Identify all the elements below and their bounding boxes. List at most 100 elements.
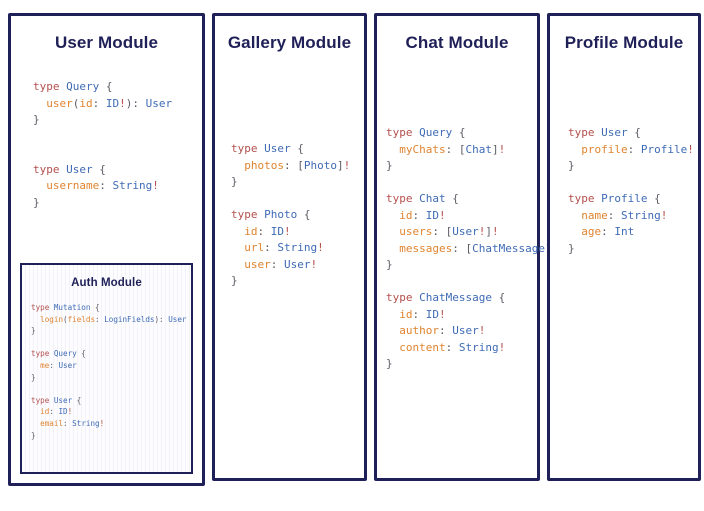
code-token: users xyxy=(399,225,433,238)
code-line: users: [User!]! xyxy=(386,224,537,241)
code-token: } xyxy=(31,326,36,336)
code-token: id xyxy=(244,224,258,238)
code-line: username: String! xyxy=(33,178,202,195)
code-line: type Query { xyxy=(33,79,202,96)
code-token: type xyxy=(33,80,67,93)
code-line: type Query { xyxy=(31,348,191,360)
code-token: : xyxy=(607,208,621,222)
code-token: type xyxy=(31,349,54,359)
code-token xyxy=(386,225,399,238)
code-token: : xyxy=(63,418,73,428)
code-token: : xyxy=(627,142,641,156)
code-token: : [ xyxy=(432,225,453,238)
code-line: user: User! xyxy=(231,257,364,274)
code-token xyxy=(386,143,399,156)
code-token: { xyxy=(72,395,82,405)
code-line: messages: [ChatMessage]! xyxy=(386,241,558,258)
code-token xyxy=(386,324,399,337)
code-token: ): xyxy=(125,96,146,110)
code-line: id: ID! xyxy=(386,307,537,324)
panel-auth-module[interactable]: Auth Module type Mutation { login(fields… xyxy=(20,263,193,474)
code-token: ! xyxy=(660,208,668,222)
code-line: type Photo { xyxy=(231,207,364,224)
code-token: ! xyxy=(284,224,291,238)
code-token: : xyxy=(270,257,284,271)
code-token: Photo xyxy=(264,208,298,221)
code-token: { xyxy=(92,162,106,176)
code-token: type xyxy=(568,192,602,205)
code-token xyxy=(231,241,244,254)
code-token: messages xyxy=(399,241,453,255)
code-token: photos xyxy=(244,158,284,172)
code-token: Mutation xyxy=(53,303,91,312)
code-token: ! xyxy=(67,407,73,417)
code-token: Profile xyxy=(640,142,688,156)
code-token: ! xyxy=(478,225,486,238)
code-token: profile xyxy=(581,142,628,156)
code-token: : [ xyxy=(284,158,304,172)
code-token: : xyxy=(99,179,113,192)
code-token: : [ xyxy=(445,142,466,156)
panel-profile-module[interactable]: Profile Module type User { profile: Prof… xyxy=(547,13,701,481)
code-line: } xyxy=(386,356,537,373)
code-line xyxy=(33,145,202,162)
code-token: me xyxy=(40,360,50,370)
code-token: type xyxy=(386,126,420,139)
code-token: String xyxy=(72,418,100,428)
code-line: } xyxy=(568,158,698,175)
code-token: ! xyxy=(478,324,486,337)
code-token: } xyxy=(386,258,393,271)
code-token xyxy=(33,179,46,192)
panel-title-chat-module: Chat Module xyxy=(405,33,509,52)
panel-chat-module[interactable]: Chat Module type Query { myChats: [Chat]… xyxy=(374,13,558,481)
code-line: email: String! xyxy=(31,418,191,430)
code-token: type xyxy=(31,395,54,405)
code-token: id xyxy=(399,208,413,222)
code-token xyxy=(31,419,40,428)
code-line: type User { xyxy=(568,125,698,142)
code-line: user(id: ID!): User xyxy=(33,96,202,113)
code-token: ChatMessage xyxy=(419,291,492,304)
code-token: User xyxy=(452,324,479,337)
code-token: ! xyxy=(498,142,506,156)
code-token xyxy=(33,97,46,110)
code-line xyxy=(568,175,698,192)
panel-title-gallery-module: Gallery Module xyxy=(227,33,352,52)
code-token: url xyxy=(244,241,265,254)
code-token: ! xyxy=(317,241,324,254)
code-token: : xyxy=(412,307,426,321)
code-token: type xyxy=(231,208,265,221)
panel-title-user-module: User Module xyxy=(54,33,159,52)
code-block-user-module: type Query { user(id: ID!): User} type U… xyxy=(33,79,202,211)
code-token: type xyxy=(386,291,420,304)
code-line: type User { xyxy=(31,395,191,407)
code-line xyxy=(386,274,537,291)
code-token: id xyxy=(399,307,413,321)
code-line: type Mutation { xyxy=(31,302,191,314)
code-token: : xyxy=(439,324,453,337)
code-token: ! xyxy=(119,96,126,110)
code-line: } xyxy=(31,430,191,442)
code-token: name xyxy=(581,208,608,222)
code-token: Photo xyxy=(303,158,337,172)
code-token: Chat xyxy=(419,192,446,205)
code-token: login xyxy=(40,314,64,324)
code-token: { xyxy=(647,192,661,205)
code-line: } xyxy=(31,372,191,384)
code-token: ID xyxy=(425,307,439,321)
code-token: ] xyxy=(485,225,492,238)
code-token: String xyxy=(277,241,318,254)
code-line: } xyxy=(386,158,537,175)
panel-gallery-module[interactable]: Gallery Module type User { photos: [Phot… xyxy=(212,13,367,481)
code-token: ] xyxy=(337,158,344,172)
code-block-gallery-module: type User { photos: [Photo]!} type Photo… xyxy=(231,141,364,290)
panel-user-module[interactable]: User Module type Query { user(id: ID!): … xyxy=(8,13,205,486)
code-token: ! xyxy=(492,225,499,238)
code-line xyxy=(231,191,364,208)
code-token: } xyxy=(33,113,40,126)
code-token xyxy=(31,407,40,416)
code-token: { xyxy=(452,126,466,139)
code-token: ( xyxy=(63,314,68,324)
code-token: ! xyxy=(439,208,446,222)
